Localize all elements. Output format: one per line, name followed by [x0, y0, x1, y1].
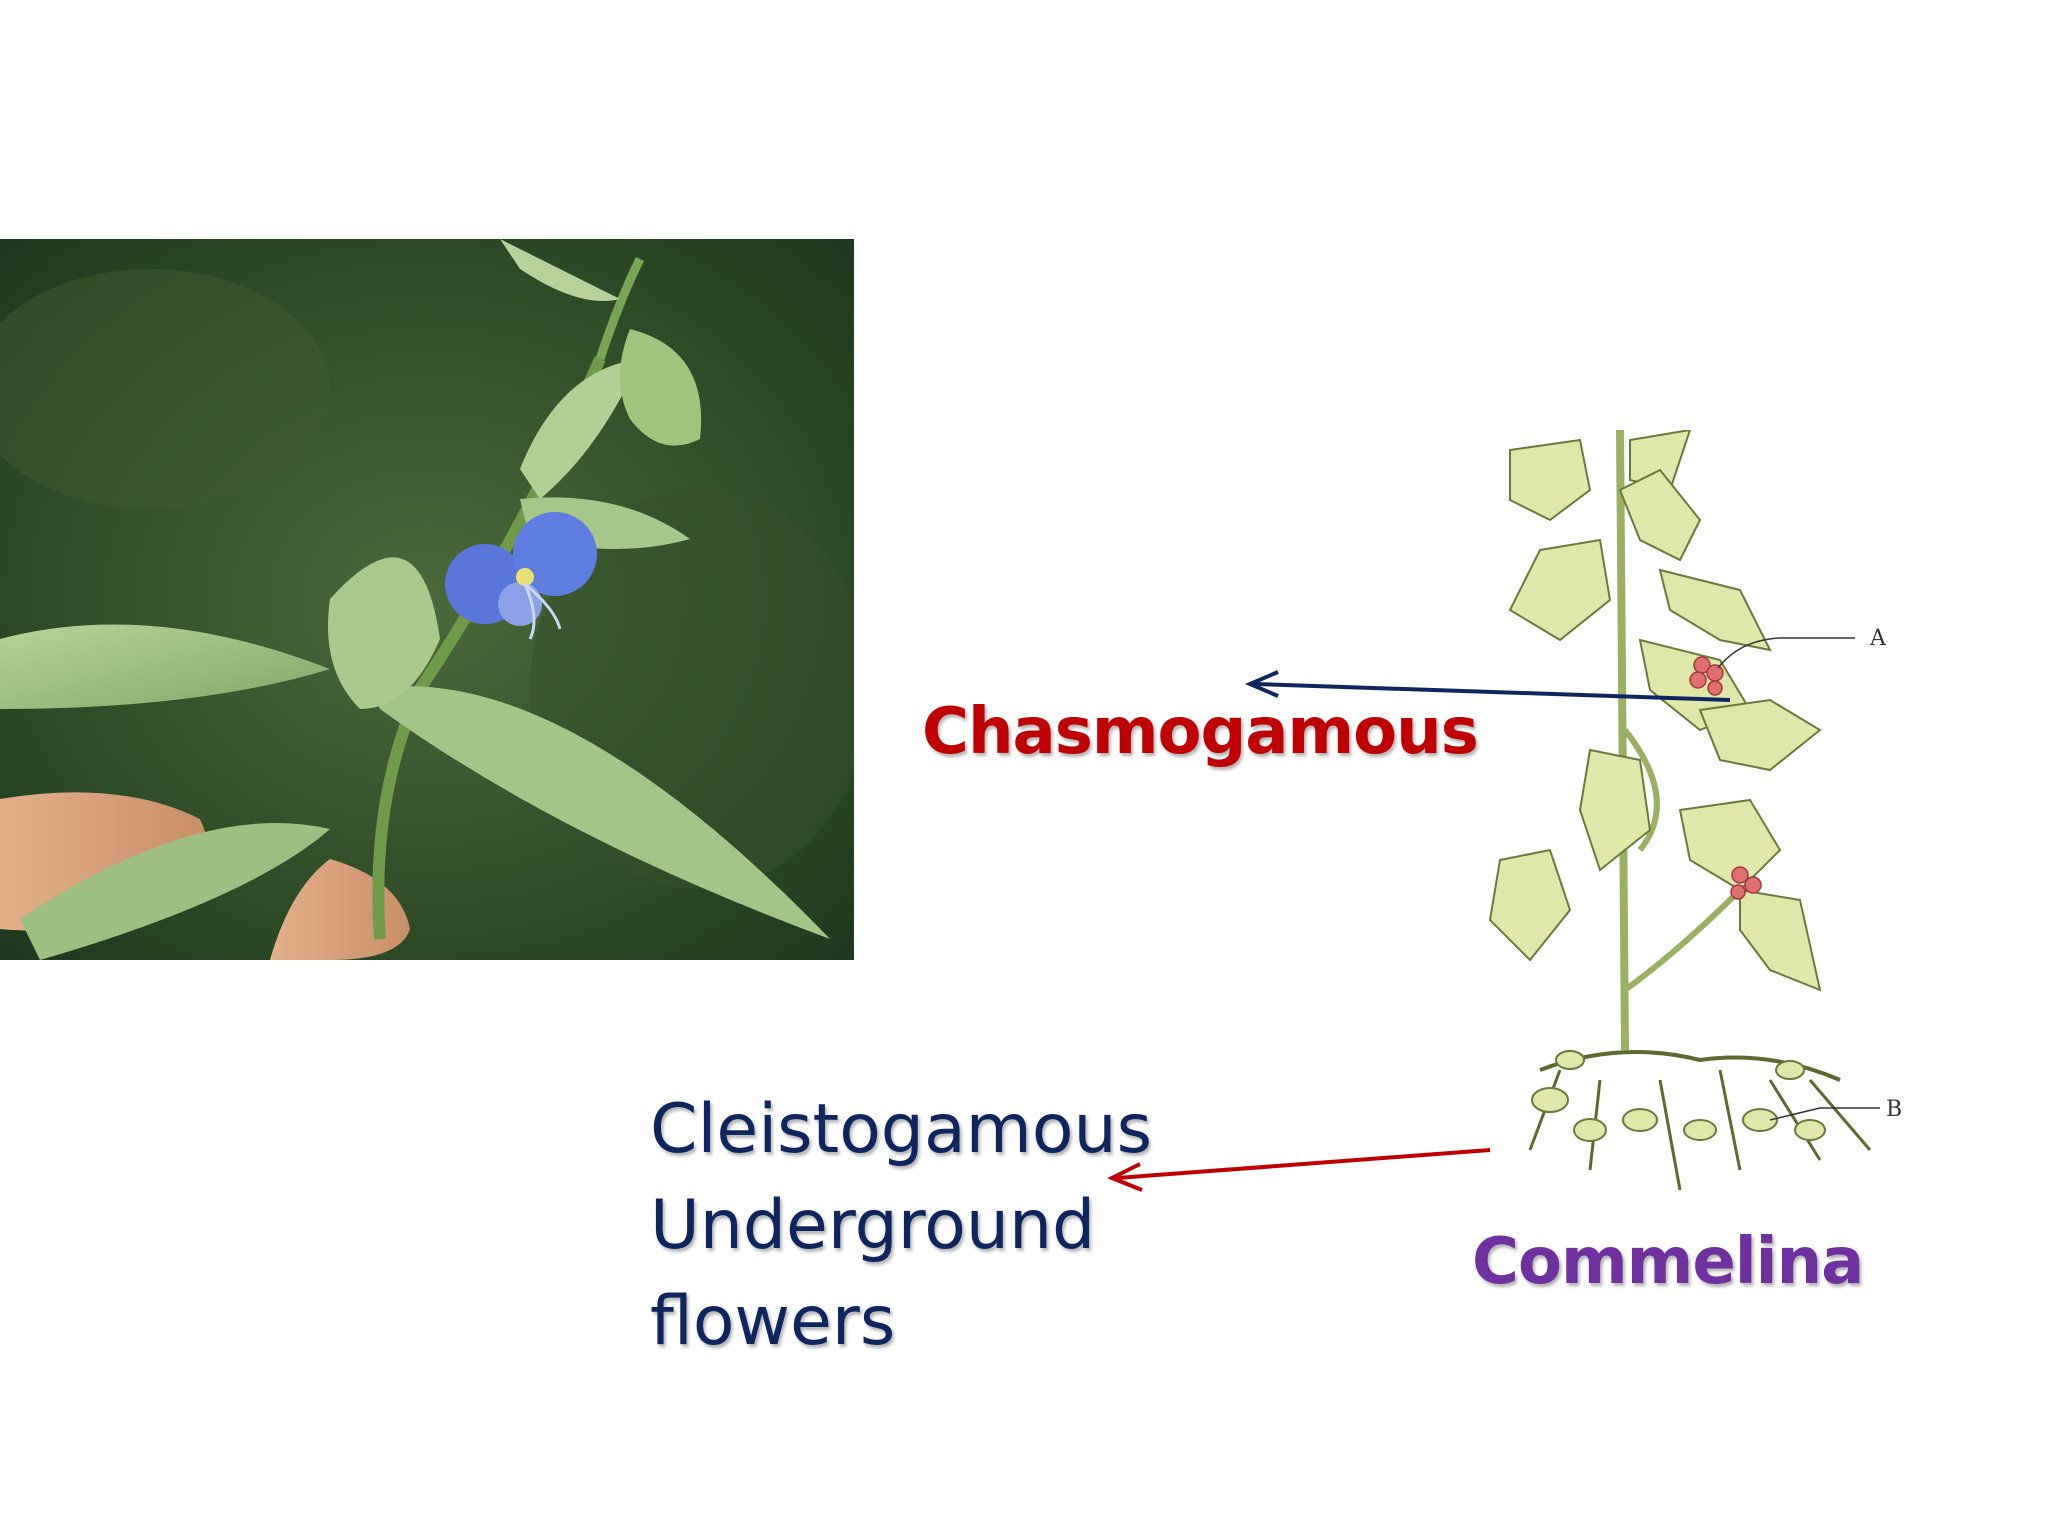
marker-b: B: [1886, 1097, 1902, 1122]
commelina-illustration: A B: [1440, 430, 1940, 1210]
marker-a: A: [1869, 626, 1887, 651]
cleistogamous-label: Cleistogamous Underground flowers: [650, 1082, 1170, 1370]
cleistogamous-line-1: Cleistogamous: [650, 1090, 1152, 1169]
plant-name-label: Commelina: [1472, 1225, 1864, 1299]
commelina-photo: [0, 239, 854, 960]
cleistogamous-line-3: flowers: [650, 1282, 896, 1361]
cleistogamous-line-2: Underground: [650, 1186, 1096, 1265]
chasmogamous-label: Chasmogamous: [922, 695, 1479, 769]
